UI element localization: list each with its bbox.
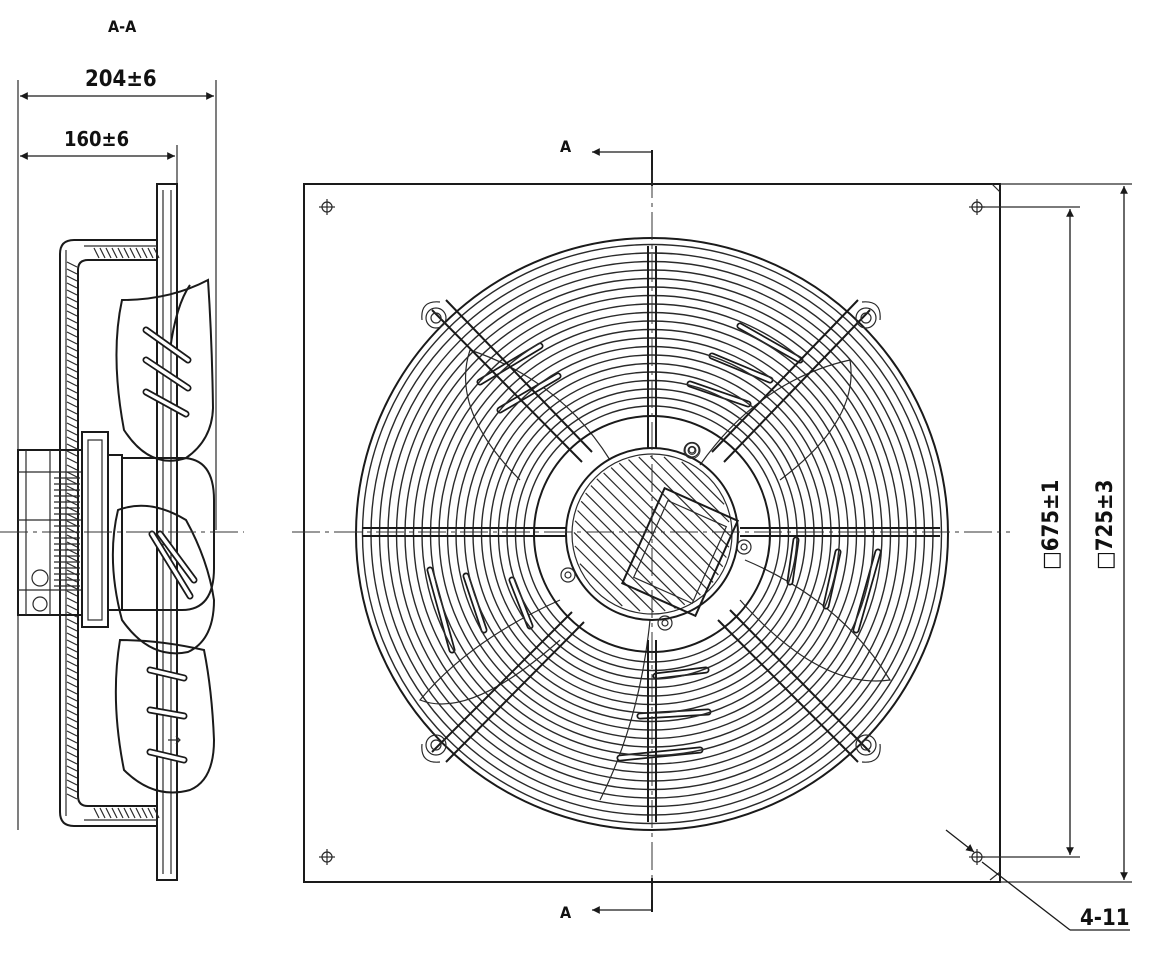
hub-fin	[681, 461, 725, 505]
impeller-blades-section	[111, 278, 216, 794]
hub-fin	[590, 485, 701, 596]
section-mark-bottom: A	[560, 903, 572, 922]
hub-fin	[577, 510, 676, 609]
hub-fin	[573, 531, 655, 613]
hole-pitch-label: □675±1	[1039, 480, 1064, 570]
hub-fin	[649, 455, 731, 537]
plate-size-dimension: □725±3	[1000, 183, 1132, 883]
front-view: A A	[292, 137, 1132, 931]
housing-section	[59, 239, 160, 827]
hub-fin	[618, 462, 724, 568]
hub-fin	[580, 500, 686, 606]
section-cut-top: A	[560, 137, 653, 186]
mounting-holes-label: 4-11	[1080, 906, 1130, 931]
plate-size-label: □725±3	[1093, 480, 1118, 570]
section-mark-top: A	[560, 137, 572, 156]
housing-depth-label: 160±6	[64, 127, 129, 151]
housing-depth-dimension: 160±6	[20, 127, 178, 185]
hub-fin	[610, 467, 719, 576]
mounting-holes-callout: 4-11	[945, 829, 1130, 931]
motor-section	[17, 431, 215, 628]
hole-pitch-dimension: □675±1	[977, 206, 1080, 858]
impeller-blades	[419, 322, 891, 801]
hub-fin	[574, 545, 641, 612]
hub-fin	[603, 472, 714, 583]
mounting-hole	[319, 199, 335, 215]
section-title: A-A	[108, 17, 137, 36]
mounting-hole	[319, 849, 335, 865]
hub-fin	[628, 459, 727, 558]
guard-struts	[362, 246, 940, 822]
section-cut-bottom: A	[560, 878, 653, 922]
overall-depth-label: 204±6	[85, 67, 157, 92]
hub-fin	[579, 563, 623, 607]
section-view: A-A 204±6 160±6	[0, 17, 244, 881]
